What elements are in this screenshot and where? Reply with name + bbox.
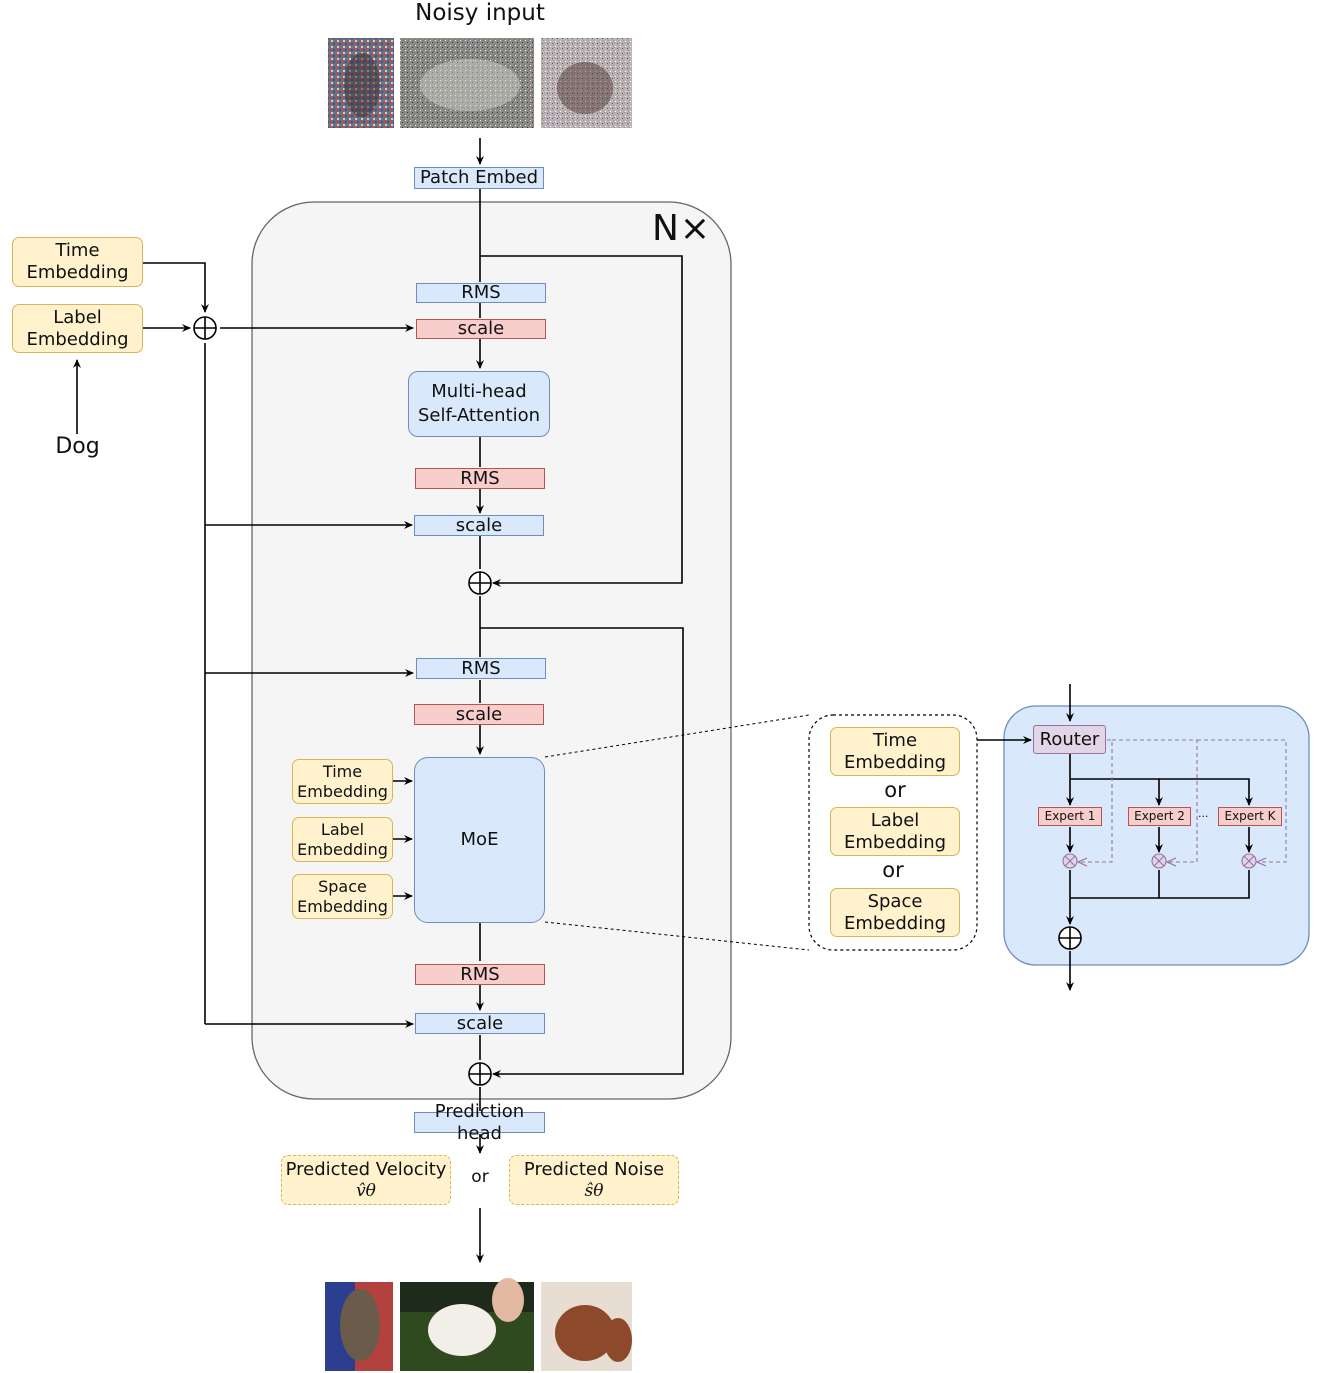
option-time-embedding: Time Embedding bbox=[830, 727, 960, 776]
circle-times-icon bbox=[1151, 853, 1167, 869]
moe-space-embedding: Space Embedding bbox=[292, 874, 393, 919]
circle-times-icon bbox=[1241, 853, 1257, 869]
expert-1-box: Expert 1 bbox=[1038, 807, 1102, 826]
option-or-2: or bbox=[882, 858, 904, 882]
rms-norm-3: RMS bbox=[416, 658, 546, 679]
predicted-velocity-label: Predicted Velocity bbox=[285, 1159, 447, 1180]
predicted-velocity-box: Predicted Velocity v̂θ bbox=[281, 1155, 451, 1205]
time-embedding-box: Time Embedding bbox=[12, 237, 143, 287]
prediction-head-box: Prediction head bbox=[414, 1101, 545, 1144]
scale-4: scale bbox=[415, 1013, 545, 1034]
option-or-1: or bbox=[884, 778, 906, 802]
output-or-label: or bbox=[471, 1167, 489, 1187]
output-images bbox=[325, 1278, 632, 1371]
moe-box: MoE bbox=[414, 757, 545, 923]
router-box: Router bbox=[1033, 725, 1106, 754]
patch-embed-box: Patch Embed bbox=[414, 167, 544, 189]
repeat-count-label: N× bbox=[652, 208, 712, 249]
scale-2: scale bbox=[414, 515, 544, 536]
scale-1: scale bbox=[416, 318, 546, 339]
predicted-noise-label: Predicted Noise bbox=[523, 1159, 665, 1180]
velocity-symbol: v̂θ bbox=[356, 1180, 376, 1201]
circle-plus-icon bbox=[1058, 926, 1082, 950]
circle-plus-icon bbox=[193, 316, 217, 340]
noisy-input-images bbox=[328, 38, 632, 128]
expert-ellipsis: ... bbox=[1198, 807, 1209, 820]
expert-2-box: Expert 2 bbox=[1128, 807, 1191, 826]
rms-norm-1: RMS bbox=[416, 282, 546, 303]
noisy-image-3 bbox=[541, 38, 632, 128]
option-label-embedding: Label Embedding bbox=[830, 807, 960, 856]
option-space-embedding: Space Embedding bbox=[830, 888, 960, 937]
scale-3: scale bbox=[414, 704, 544, 725]
noisy-image-2 bbox=[400, 38, 534, 128]
predicted-noise-box: Predicted Noise ŝθ bbox=[509, 1155, 679, 1205]
rms-norm-4: RMS bbox=[415, 964, 545, 985]
circle-plus-icon bbox=[468, 571, 492, 595]
moe-time-embedding: Time Embedding bbox=[292, 759, 393, 804]
label-embedding-box: Label Embedding bbox=[12, 304, 143, 353]
circle-times-icon bbox=[1062, 853, 1078, 869]
moe-detail-panel bbox=[1003, 705, 1310, 966]
self-attention-box: Multi-head Self-Attention bbox=[408, 371, 550, 437]
noisy-input-title: Noisy input bbox=[415, 0, 545, 26]
expert-k-box: Expert K bbox=[1218, 807, 1282, 826]
class-label-dog: Dog bbox=[55, 434, 100, 459]
circle-plus-icon bbox=[468, 1062, 492, 1086]
moe-label-embedding: Label Embedding bbox=[292, 817, 393, 862]
noise-symbol: ŝθ bbox=[584, 1180, 604, 1201]
rms-norm-2: RMS bbox=[415, 468, 545, 489]
